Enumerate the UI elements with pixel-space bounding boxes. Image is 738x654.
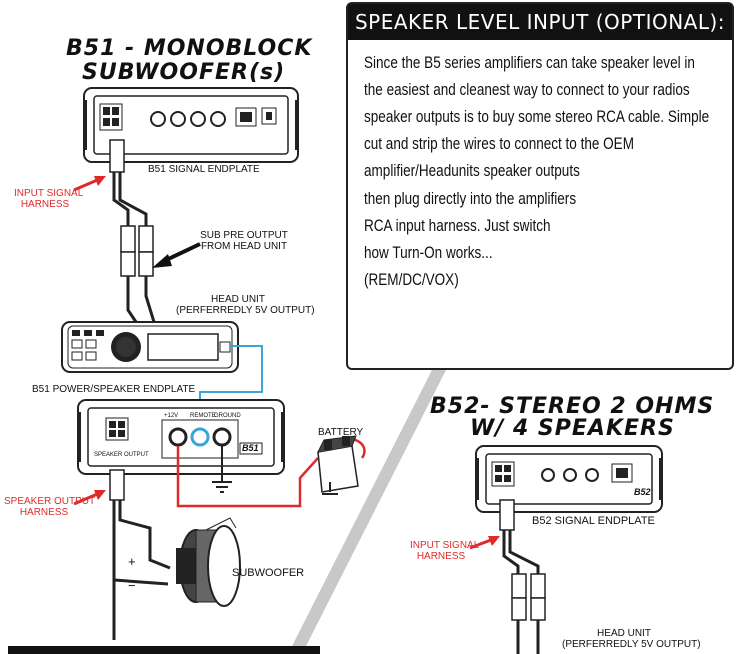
speaker-level-text-line: (REM/DC/VOX) <box>364 271 459 289</box>
b51-head-unit-label: HEAD UNIT (PERFERREDLY 5V OUTPUT) <box>176 294 315 316</box>
power-wire-red <box>176 446 319 508</box>
b51-input-harness-line2: HARNESS <box>20 199 70 210</box>
speaker-output-small-label: SPEAKER OUTPUT <box>94 452 149 458</box>
battery-label: BATTERY <box>318 427 364 438</box>
b51-input-harness-wiring <box>109 139 156 323</box>
speaker-level-text-line: Since the B5 series amplifiers can take … <box>364 54 695 72</box>
b51-input-harness-line1: INPUT SIGNAL <box>14 188 84 199</box>
speaker-level-text-line: cut and strip the wires to connect to th… <box>364 135 634 153</box>
b52-signal-amplifier <box>475 445 663 513</box>
b51-signal-amplifier <box>83 87 299 163</box>
b52-head-unit-line2: (PERFERREDLY 5V OUTPUT) <box>562 639 701 650</box>
b51-title-line2: SUBWOOFER(s) <box>82 60 286 85</box>
b52-input-harness-wiring <box>499 499 546 654</box>
speaker-output-line2: HARNESS <box>19 507 69 518</box>
b52-head-unit-label: HEAD UNIT (PERFERREDLY 5V OUTPUT) <box>562 628 701 650</box>
speaker-output-red-arrowhead <box>94 490 106 500</box>
input-harness-red-arrowhead <box>94 176 106 186</box>
b51-badge-label: B51 <box>242 443 259 453</box>
speaker-level-text-line: the easiest and cleanest way to connect … <box>364 81 690 99</box>
speaker-output-line1: SPEAKER OUTPUT <box>4 496 96 507</box>
b52-input-harness-red-arrowhead <box>488 536 500 546</box>
terminal-12v-label: +12V <box>164 413 179 419</box>
subwoofer-label: SUBWOOFER <box>232 567 305 579</box>
section-divider <box>288 370 446 654</box>
b52-input-harness-line1: INPUT SIGNAL <box>410 540 480 551</box>
b52-head-unit-line1: HEAD UNIT <box>597 628 651 639</box>
bottom-banner-edge <box>8 646 320 654</box>
b51-power-badge <box>239 442 263 455</box>
b52-input-harness-line2: HARNESS <box>416 551 466 562</box>
battery-graphic <box>317 435 359 495</box>
b51-title-line1: B51 - MONOBLOCK <box>66 36 313 61</box>
b51-head-unit-line1: HEAD UNIT <box>211 294 265 305</box>
minus-sign: − <box>128 578 136 593</box>
speaker-output-harness-label: SPEAKER OUTPUT HARNESS <box>4 496 96 518</box>
b52-input-harness-label: INPUT SIGNAL HARNESS <box>410 540 480 562</box>
ground-symbol <box>212 481 232 493</box>
speaker-level-text-line: amplifier/Headunits speaker outputs <box>364 162 580 180</box>
b51-power-endplate-label: B51 POWER/SPEAKER ENDPLATE <box>32 384 196 395</box>
b51-head-unit <box>61 321 239 373</box>
b52-badge-label: B52 <box>634 487 651 497</box>
plus-sign: + <box>128 554 136 569</box>
speaker-level-text-line: speaker outputs is to buy some stereo RC… <box>364 108 710 126</box>
b52-title-line1: B52- STEREO 2 OHMS <box>430 394 715 419</box>
b51-head-unit-line2: (PERFERREDLY 5V OUTPUT) <box>176 305 315 316</box>
b51-power-amplifier <box>77 399 285 475</box>
sub-pre-output-line2: FROM HEAD UNIT <box>200 241 288 252</box>
sub-pre-arrowhead <box>152 254 172 268</box>
subwoofer-graphic <box>176 517 241 607</box>
sub-pre-output-label: SUB PRE OUTPUT FROM HEAD UNIT <box>200 230 288 252</box>
speaker-level-text-line: RCA input harness. Just switch <box>364 217 551 235</box>
speaker-level-text-line: then plug directly into the amplifiers <box>364 190 577 208</box>
speaker-level-title: SPEAKER LEVEL INPUT (OPTIONAL): <box>348 4 732 40</box>
speaker-level-text-line: how Turn-On works... <box>364 244 493 262</box>
terminal-remote-label: REMOTE <box>190 413 216 419</box>
b52-signal-endplate-label: B52 SIGNAL ENDPLATE <box>532 515 655 527</box>
speaker-output-harness <box>109 469 171 640</box>
b51-signal-endplate-label: B51 SIGNAL ENDPLATE <box>148 164 260 175</box>
b51-input-harness-label: INPUT SIGNAL HARNESS <box>14 188 84 210</box>
speaker-level-callout: SPEAKER LEVEL INPUT (OPTIONAL): Since th… <box>346 2 734 370</box>
b52-title-line2: W/ 4 SPEAKERS <box>470 416 675 441</box>
sub-pre-output-line1: SUB PRE OUTPUT <box>200 230 288 241</box>
terminal-ground-label: GROUND <box>214 413 241 419</box>
